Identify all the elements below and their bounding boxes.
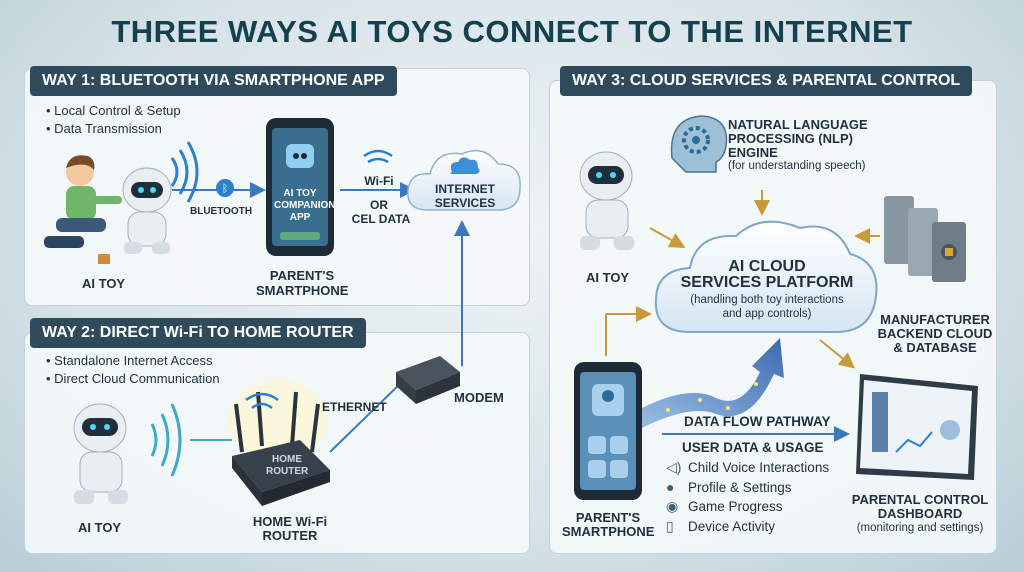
bluetooth-icon	[216, 179, 234, 197]
way3-smartphone-label-1: PARENT'S	[575, 510, 641, 525]
way2-ai-toy-label: AI TOY	[78, 520, 122, 535]
nlp-head-gear-icon	[670, 115, 728, 173]
cloud-sub-2: and app controls)	[722, 308, 812, 320]
way2-bullets: Standalone Internet Access Direct Cloud …	[46, 352, 220, 388]
router-name-1: HOME Wi-Fi	[252, 514, 328, 529]
cloud-title-1: AI CLOUD	[728, 258, 806, 275]
nlp-sub: (for understanding speech)	[728, 160, 866, 172]
ethernet-label: ETHERNET	[322, 400, 387, 414]
ai-cloud	[654, 220, 878, 333]
smartphone-way3	[574, 362, 642, 500]
bluetooth-label: BLUETOOTH	[190, 206, 253, 217]
internet-cloud	[407, 149, 521, 211]
modem	[396, 356, 460, 404]
child-illustration	[44, 155, 122, 264]
way2-header: WAY 2: DIRECT Wi-Fi TO HOME ROUTER	[30, 318, 366, 348]
way3-smartphone-label-2: SMARTPHONE	[562, 524, 655, 539]
internet-services-1: INTERNET	[435, 182, 495, 196]
data-flow-label: DATA FLOW PATHWAY	[684, 414, 831, 429]
usage-row: ● Profile & Settings	[666, 478, 829, 498]
phone-icon: ▯	[666, 517, 674, 534]
app-line-1: AI TOY	[283, 188, 317, 199]
cloud-sub-1: (handling both toy interactions	[690, 294, 844, 306]
wifi-label: Wi-Fi	[364, 174, 394, 188]
modem-label: MODEM	[454, 390, 504, 405]
ai-toy-robot-2	[73, 403, 128, 504]
dashboard-line-2: DASHBOARD	[877, 506, 963, 521]
usage-text: Device Activity	[688, 518, 776, 534]
usage-text: Child Voice Interactions	[688, 460, 830, 475]
way1-bullet: Local Control & Setup	[46, 102, 180, 120]
svg-text:ᛒ: ᛒ	[222, 182, 229, 195]
cel-data-label: CEL DATA	[351, 212, 411, 226]
router-name-2: ROUTER	[262, 528, 318, 543]
backend-line-1: MANUFACTURER	[880, 312, 990, 327]
way1-bullets: Local Control & Setup Data Transmission	[46, 102, 181, 138]
way1-smartphone-label-2: SMARTPHONE	[256, 283, 349, 298]
way1-header: WAY 1: BLUETOOTH VIA SMARTPHONE APP	[30, 66, 397, 96]
cloud-title-2: SERVICES PLATFORM	[680, 274, 854, 291]
or-label: OR	[370, 198, 388, 212]
usage-row: ◁) Child Voice Interactions	[666, 458, 829, 478]
ai-toy-robot-3	[579, 151, 634, 250]
usage-text: Game Progress	[688, 499, 783, 514]
router-label-1: HOME	[272, 454, 302, 465]
nlp-line-3: ENGINE	[728, 145, 778, 160]
app-line-3: APP	[289, 212, 311, 223]
way2-bullet: Direct Cloud Communication	[46, 370, 219, 388]
way1-ai-toy-label: AI TOY	[82, 276, 126, 291]
router-label-2: ROUTER	[266, 466, 309, 477]
internet-services-2: SERVICES	[434, 196, 496, 210]
user-data-label: USER DATA & USAGE	[682, 440, 824, 455]
usage-list: ◁) Child Voice Interactions ● Profile & Se…	[666, 458, 829, 536]
home-router	[228, 380, 330, 506]
dashboard-screen	[856, 374, 978, 480]
way3-ai-toy-label: AI TOY	[586, 270, 630, 285]
backend-line-3: & DATABASE	[893, 340, 977, 355]
way2-bullet: Standalone Internet Access	[46, 352, 220, 370]
server-rack-icon	[884, 196, 966, 282]
nlp-line-2: PROCESSING (NLP)	[728, 131, 853, 146]
dashboard-line-1: PARENTAL CONTROL	[851, 492, 989, 507]
page-title: THREE WAYS AI TOYS CONNECT TO THE INTERN…	[111, 14, 913, 49]
speaker-icon: ◁)	[666, 459, 682, 475]
usage-row: ▯ Device Activity	[666, 517, 829, 537]
way1-smartphone-label-1: PARENT'S	[269, 268, 335, 283]
way1-bullet: Data Transmission	[46, 120, 181, 138]
usage-row: ◉ Game Progress	[666, 497, 829, 517]
dashboard-sub: (monitoring and settings)	[856, 522, 984, 534]
person-icon: ●	[666, 478, 675, 495]
gamepad-icon: ◉	[666, 498, 679, 514]
usage-text: Profile & Settings	[688, 479, 792, 495]
nlp-line-1: NATURAL LANGUAGE	[728, 117, 868, 132]
app-line-2: COMPANION	[274, 200, 336, 211]
ai-toy-robot-1	[122, 167, 172, 254]
backend-line-2: BACKEND CLOUD	[877, 326, 993, 341]
way3-header: WAY 3: CLOUD SERVICES & PARENTAL CONTROL	[560, 66, 973, 96]
smartphone-way1	[266, 118, 334, 256]
